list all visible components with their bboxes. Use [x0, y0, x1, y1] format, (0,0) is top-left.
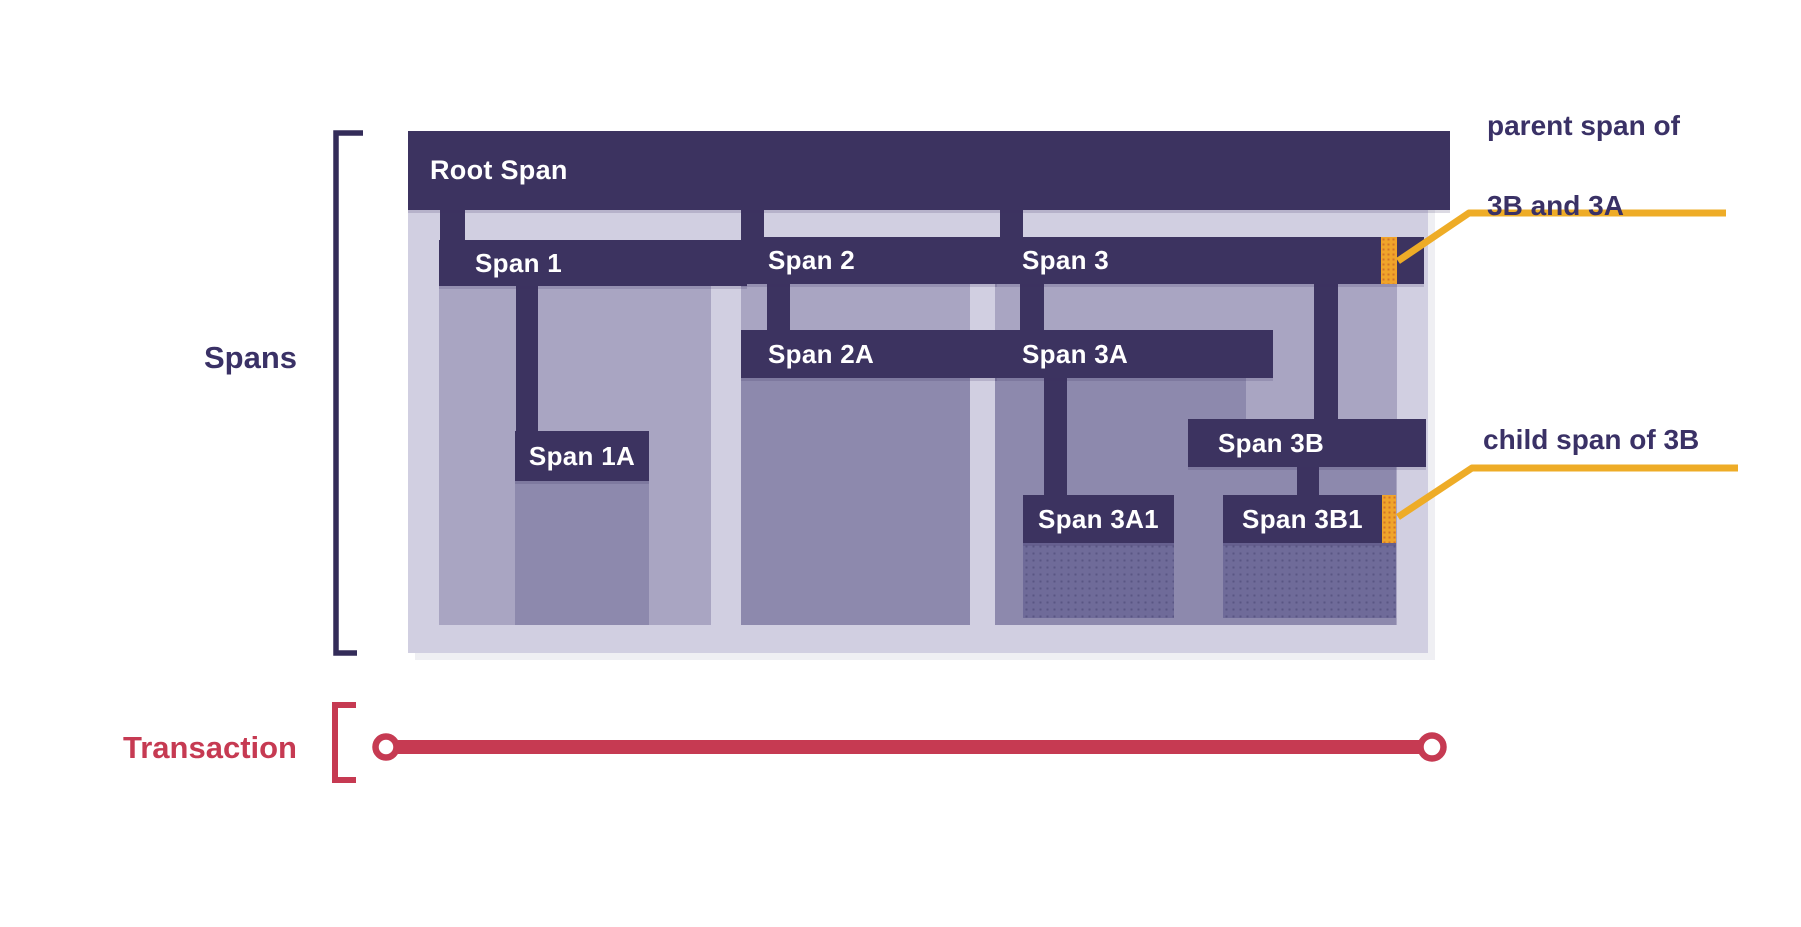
span-bar-span3: Span 3: [995, 237, 1424, 284]
span-bar-label-root: Root Span: [430, 155, 568, 185]
annotation-parent-line2: 3B and 3A: [1487, 190, 1624, 221]
span3-to-span3a-connector: [1020, 284, 1044, 332]
span-3a1-region: [1023, 543, 1174, 618]
span-bar-span2a: Span 2A: [741, 330, 997, 378]
span-bar-span3a1: Span 3A1: [1023, 495, 1174, 543]
span-bar-label-span3a1: Span 3A1: [1038, 503, 1159, 534]
spans-label: Spans: [203, 340, 297, 375]
root-to-span1-connector: [440, 210, 465, 242]
span-bar-span3b1: Span 3B1: [1223, 495, 1396, 543]
span-bar-span1a: Span 1A: [515, 431, 649, 481]
span3b-to-span3b1-connector: [1297, 467, 1319, 497]
span-bar-label-span1: Span 1: [475, 247, 563, 278]
span-bar-label-span3b: Span 3B: [1218, 427, 1325, 458]
highlight-tip-span3b1: [1382, 495, 1396, 543]
root-to-span3-connector: [1000, 210, 1023, 239]
annotation-child-span: child span of 3B: [1483, 424, 1700, 455]
span-bar-label-span3: Span 3: [1022, 245, 1110, 275]
span1-to-span1a-connector: [516, 284, 538, 433]
span3-to-span3b-connector: [1314, 284, 1338, 421]
span-2a-region: [741, 378, 970, 625]
span-bar-span3b: Span 3B: [1188, 419, 1426, 467]
span-bar-span2: Span 2: [741, 237, 997, 284]
span-3b1-region: [1223, 543, 1396, 618]
span-bar-label-span1a: Span 1A: [528, 440, 636, 471]
span-bar-label-span2a: Span 2A: [768, 338, 875, 369]
annotation-parent-span: parent span of 3B and 3A: [1487, 106, 1680, 226]
span-bar-root: Root Span: [408, 131, 1450, 210]
highlight-tip-span3: [1381, 237, 1397, 284]
span-bar-label-span3a: Span 3A: [1022, 338, 1129, 369]
span-bar-span1: Span 1: [439, 240, 747, 286]
span-bar-label-span3b1: Span 3B1: [1242, 503, 1363, 534]
span-bar-label-span2: Span 2: [768, 245, 856, 275]
span2-to-span2a-connector: [767, 284, 790, 332]
root-to-span2-connector: [741, 210, 764, 239]
span-bar-span3a: Span 3A: [995, 330, 1273, 378]
transaction-label: Transaction: [123, 730, 297, 765]
span-1a-region: [515, 481, 649, 625]
annotation-parent-line1: parent span of: [1487, 110, 1680, 141]
span3a-to-span3a1-connector: [1044, 378, 1067, 497]
